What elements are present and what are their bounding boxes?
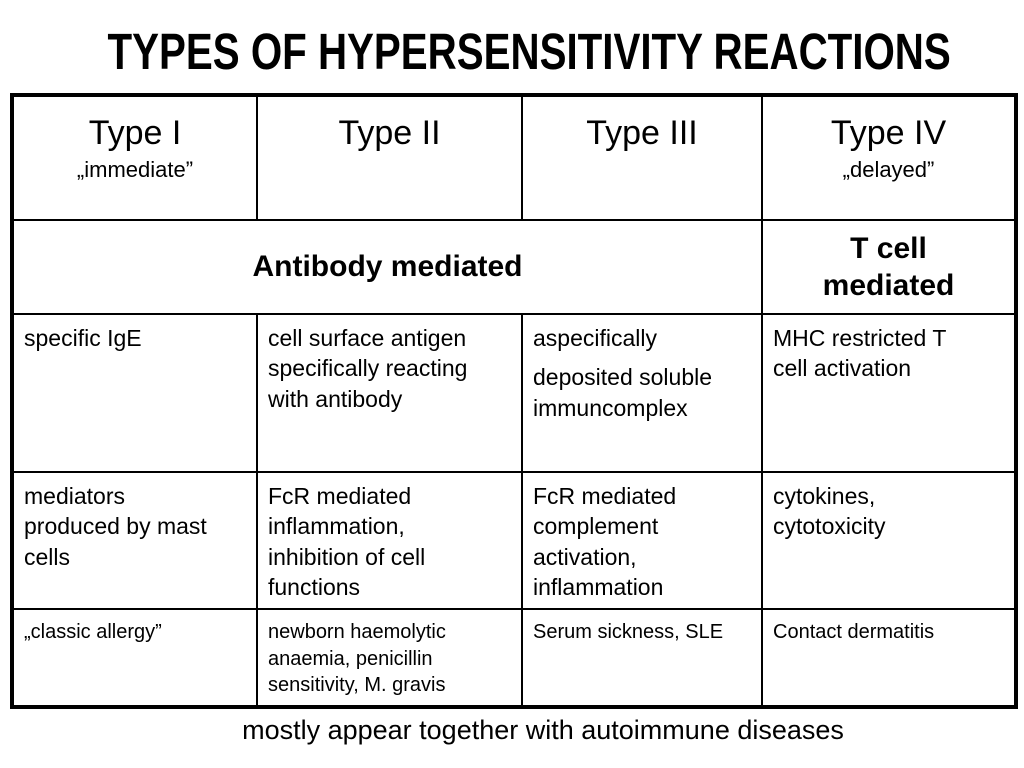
hypersensitivity-table: Type I „immediate” Type II Type III Type… (10, 93, 1018, 709)
cell-text: deposited soluble immuncomplex (533, 364, 713, 421)
example-cell-type-iii: Serum sickness, SLE (521, 608, 763, 708)
header-cell-type-i: Type I „immediate” (11, 94, 258, 221)
antigen-cell-type-i: specific IgE (11, 313, 258, 473)
type-iv-label: Type IV (830, 114, 947, 152)
table-row-example: „classic allergy” newborn haemolytic ana… (11, 608, 1017, 708)
example-cell-type-iv: Contact dermatitis (761, 608, 1017, 708)
table-row-types: Type I „immediate” Type II Type III Type… (11, 94, 1017, 221)
type-iii-label: Type III (586, 114, 698, 152)
antigen-cell-type-ii: cell surface antigen specifically reacti… (256, 313, 523, 473)
header-cell-type-iii: Type III (521, 94, 763, 221)
cell-text: Serum sickness, SLE (533, 621, 724, 644)
mechanism-cell-type-iv: cytokines, cytotoxicity (761, 470, 1017, 611)
table-row-mediation: Antibody mediated T cell mediated (11, 219, 1017, 315)
header-cell-type-iv: Type IV „delayed” (761, 94, 1017, 221)
cell-text: aspecifically (533, 325, 657, 351)
mechanism-cell-type-iii: FcR mediated complement activation, infl… (521, 470, 763, 611)
cell-text: Contact dermatitis (773, 621, 935, 644)
type-iv-subtitle: „delayed” (842, 157, 935, 183)
cell-text: „classic allergy” (24, 621, 162, 644)
cell-text: cell surface antigen specifically reacti… (268, 325, 468, 412)
cell-text: FcR mediated complement activation, infl… (533, 483, 677, 601)
type-ii-label: Type II (338, 114, 441, 152)
mechanism-cell-type-i: mediators produced by mast cells (11, 470, 258, 611)
example-cell-type-i: „classic allergy” (11, 608, 258, 708)
type-i-label: Type I (88, 114, 182, 152)
antigen-cell-type-iv: MHC restricted T cell activation (761, 313, 1017, 473)
cell-text: MHC restricted T cell activation (773, 325, 947, 382)
table-row-antigen: specific IgE cell surface antigen specif… (11, 313, 1017, 473)
type-i-subtitle: „immediate” (76, 157, 194, 183)
example-cell-type-ii: newborn haemolytic anaemia, penicillin s… (256, 608, 523, 708)
footer-note: mostly appear together with autoimmune d… (242, 715, 844, 745)
table-row-mechanism: mediators produced by mast cells FcR med… (11, 470, 1017, 611)
cell-text: mediators produced by mast cells (24, 483, 207, 570)
antigen-cell-type-iii: aspecifically deposited soluble immuncom… (521, 313, 763, 473)
cell-text: specific IgE (24, 325, 142, 351)
cell-text: newborn haemolytic anaemia, penicillin s… (268, 621, 446, 697)
mechanism-cell-type-ii: FcR mediated inflammation, inhibition of… (256, 470, 523, 611)
t-cell-mediated-cell: T cell mediated (761, 219, 1017, 315)
header-cell-type-ii: Type II (256, 94, 523, 221)
cell-text: cytokines, cytotoxicity (773, 483, 886, 540)
slide-title: TYPES OF HYPERSENSITIVITY REACTIONS (107, 23, 951, 80)
antibody-mediated-cell: Antibody mediated (11, 219, 763, 315)
cell-text: FcR mediated inflammation, inhibition of… (268, 483, 426, 601)
